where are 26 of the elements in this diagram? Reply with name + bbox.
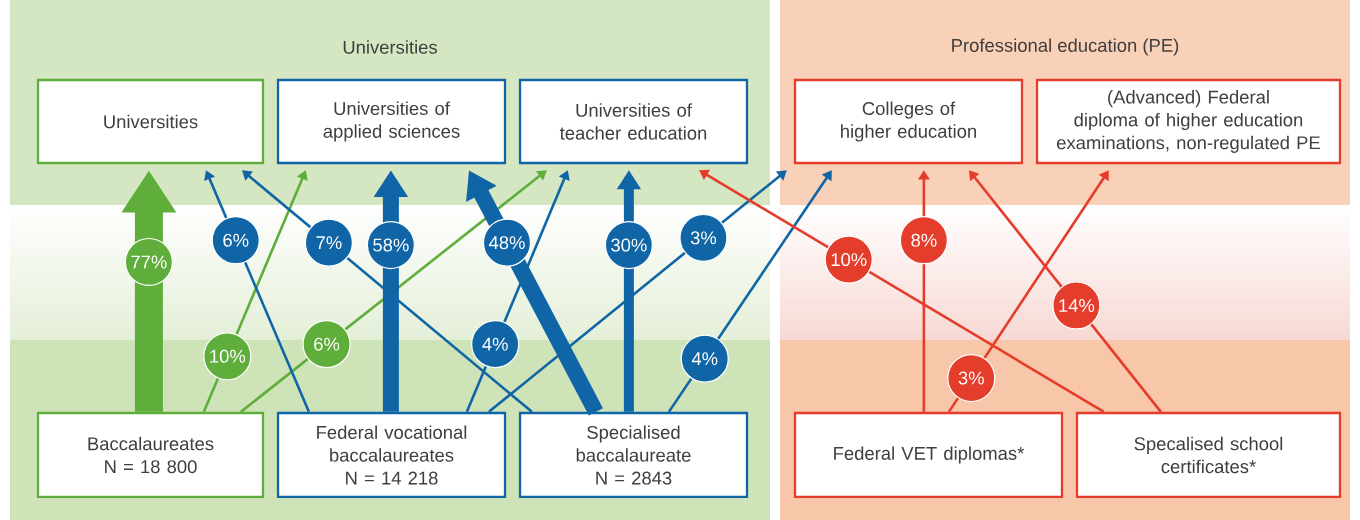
institution-box: Federal VET diplomas* xyxy=(793,411,1064,499)
percent-badge: 14% xyxy=(1052,281,1101,330)
institution-box: Specalised school certificates* xyxy=(1075,411,1342,499)
percent-badge: 4% xyxy=(471,320,520,369)
institution-box: Universities of applied sciences xyxy=(276,78,507,165)
percent-badge: 58% xyxy=(366,220,415,270)
institution-box: Universities of teacher education xyxy=(518,78,749,165)
percent-badge: 30% xyxy=(604,220,653,270)
institution-box: Specialised baccalaureate N = 2843 xyxy=(518,411,749,499)
percent-badge: 3% xyxy=(947,353,996,403)
percent-badge: 6% xyxy=(211,216,260,265)
institution-box: Colleges of higher education xyxy=(793,78,1024,165)
percent-badge: 10% xyxy=(824,235,873,284)
percent-badge: 8% xyxy=(899,216,948,265)
institution-box: Federal vocational baccalaureates N = 14 218 xyxy=(276,411,507,499)
institution-box: (Advanced) Federal diploma of higher education examinations, non-regulated PE xyxy=(1035,78,1342,165)
percent-badge: 7% xyxy=(304,218,353,267)
percent-badge: 4% xyxy=(680,334,729,383)
percent-badge: 10% xyxy=(203,332,252,381)
arrow xyxy=(699,169,1105,413)
institution-box: Baccalaureates N = 18 800 xyxy=(36,411,265,499)
percent-badge: 6% xyxy=(302,320,351,369)
percent-badge: 77% xyxy=(124,237,173,287)
percent-badge: 3% xyxy=(679,213,728,262)
percent-badge: 48% xyxy=(482,218,532,267)
institution-box: Universities xyxy=(36,78,265,165)
